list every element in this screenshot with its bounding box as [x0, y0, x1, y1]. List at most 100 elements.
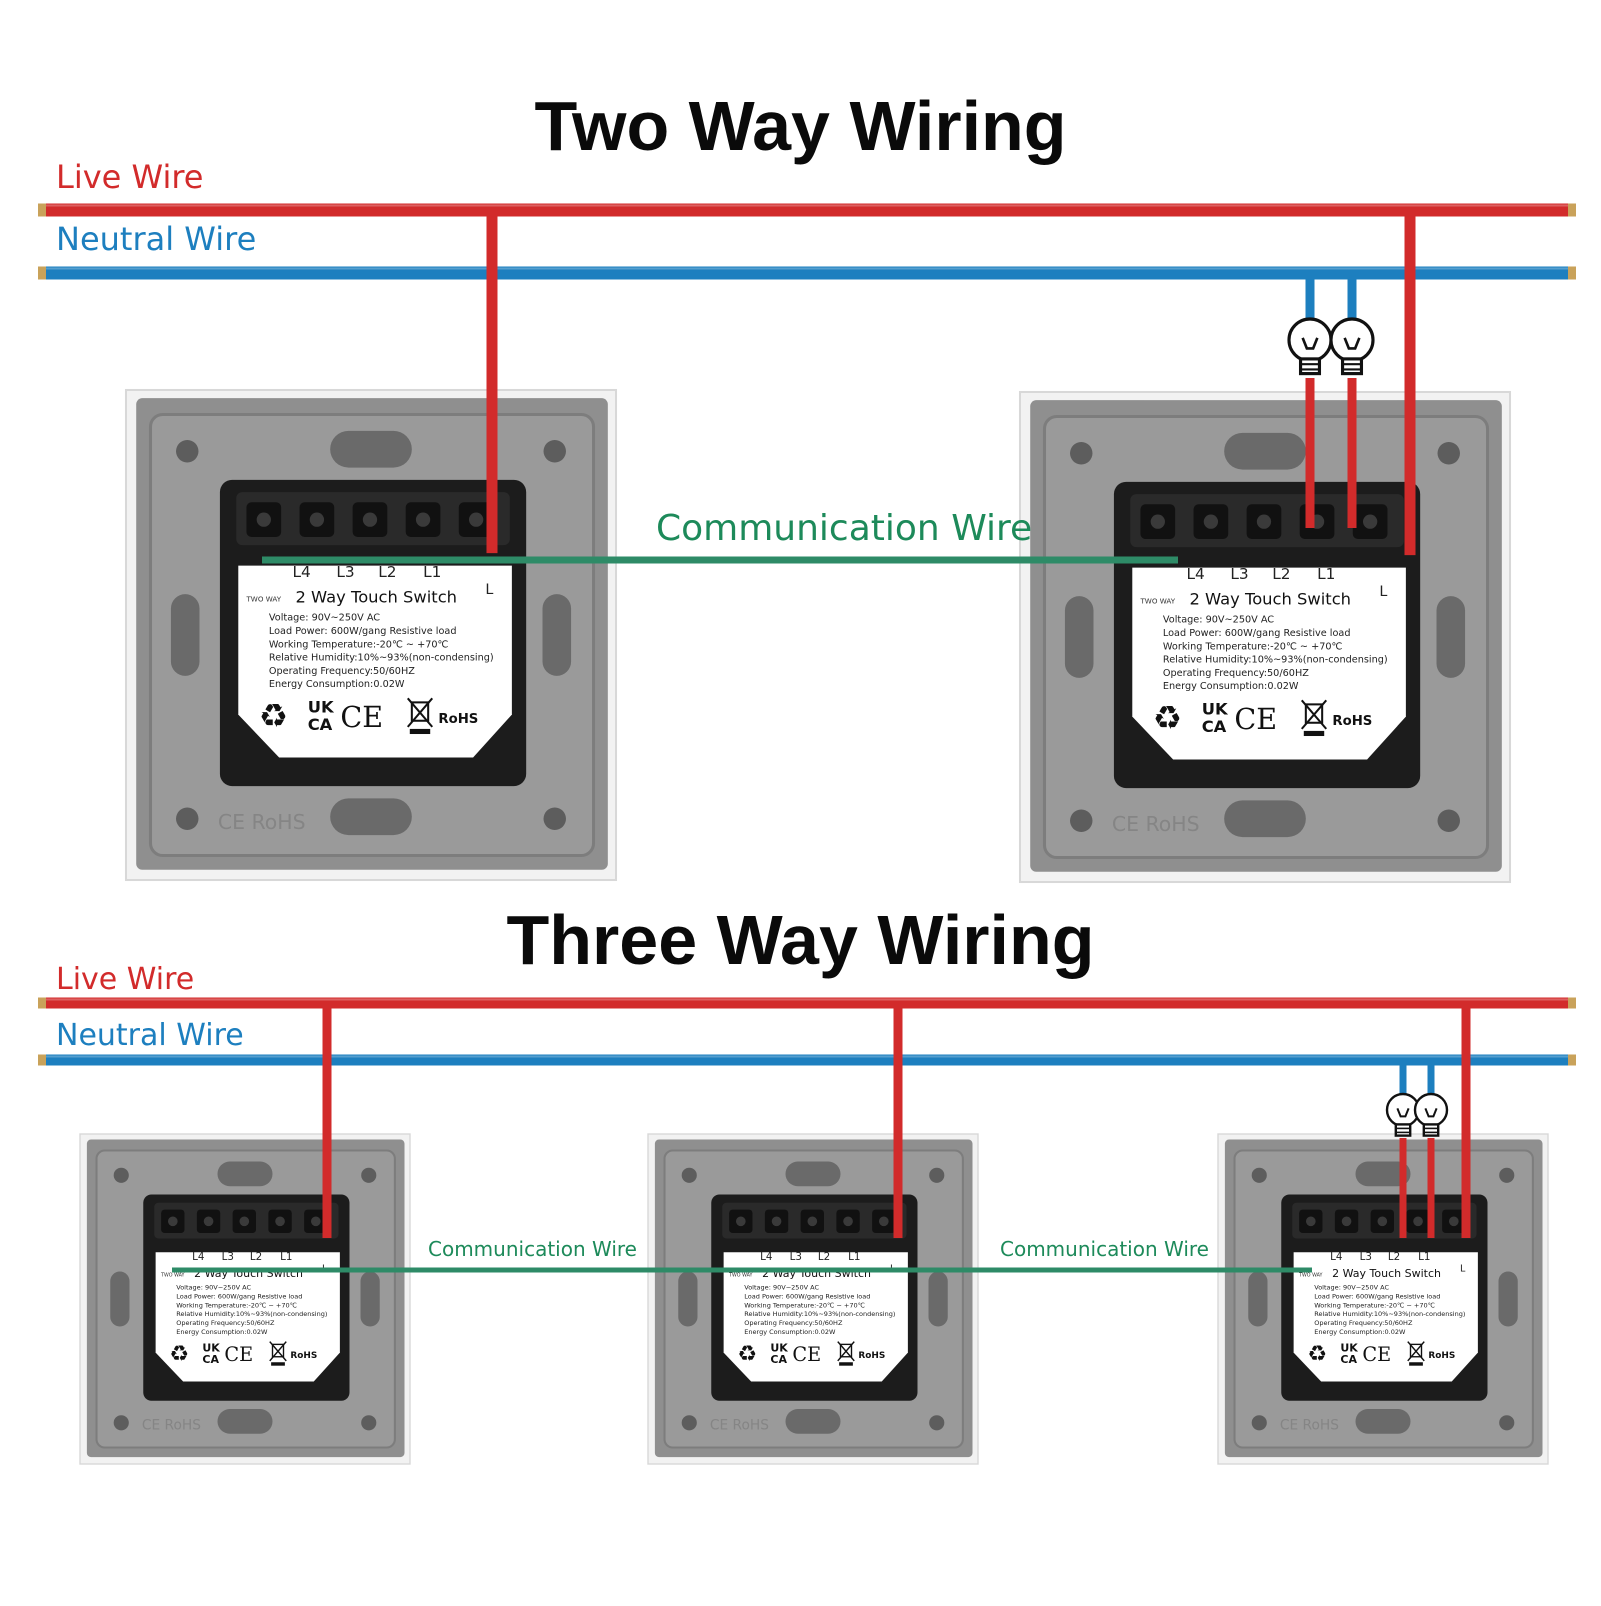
- two-way-switch-left-rohs-mark: RoHS: [438, 712, 478, 727]
- three-way-switch-3-bin-cross2: [1407, 1341, 1425, 1362]
- three-way-switch-3-screw-hole-0: [1251, 1167, 1267, 1183]
- two-way-switch-left-spec-4: Operating Frequency:50/60HZ: [269, 666, 415, 677]
- two-way-switch-left-terminal-screw-0: [256, 512, 271, 527]
- three-way-switch-3-spec-0: Voltage: 90V~250V AC: [1314, 1283, 1389, 1291]
- two-way-switch-right-screw-hole-0: [1070, 442, 1093, 465]
- two-way-switch-right-terminal-label-l3: L3: [1230, 565, 1248, 583]
- two-way-switch-left-terminal-screw-1: [309, 512, 325, 527]
- three-way-switch-2-spec-5: Energy Consumption:0.02W: [744, 1328, 836, 1336]
- three-way-switch-3-slot-top: [1355, 1161, 1411, 1187]
- two-way-switch-left-terminal-screw-2: [362, 512, 378, 527]
- three-way-switch-2-terminal-label-l1: L1: [848, 1251, 860, 1263]
- three-way-neutral-bus-copper-right: [1568, 1054, 1576, 1066]
- two-way-light-bulb-icon-0-filament: [1301, 337, 1319, 350]
- three-way-switch-2-mode-label: TWO WAY: [728, 1272, 752, 1278]
- three-way-switch-3-screw-hole-1: [1499, 1167, 1515, 1183]
- three-way-switch-2-terminal-screw-1: [771, 1216, 782, 1227]
- two-way-switch-left-spec-3: Relative Humidity:10%~93%(non-condensing…: [269, 653, 494, 664]
- two-way-light-bulb-icon-1-filament: [1343, 337, 1361, 350]
- three-way-switch-2-terminal-screw-4: [879, 1216, 889, 1227]
- two-way-switch-left-screw-hole-0: [176, 440, 199, 463]
- two-way-switch-left-weee-bin-icon: [406, 697, 434, 735]
- two-way-light-bulb-icon-0-glass: [1287, 317, 1333, 363]
- three-way-light-bulb-icon-1-base: [1422, 1123, 1440, 1137]
- three-way-switch-3-terminal-label-l: L: [1460, 1264, 1466, 1275]
- three-way-switch-2-recycle-icon: ♻: [737, 1342, 757, 1367]
- two-way-switch-right-terminal-label-l2: L2: [1272, 565, 1290, 583]
- two-way-live-wire-label: Live Wire: [56, 158, 204, 196]
- two-way-light-bulb-icon-1-base: [1340, 357, 1364, 376]
- two-way-switch-right-terminal-screw-4: [1363, 514, 1378, 529]
- three-way-switch-2-screw-hole-0: [681, 1167, 697, 1183]
- three-way-switch-3-slot-bottom: [1355, 1409, 1411, 1434]
- three-way-live-bus: [38, 997, 1576, 1009]
- three-way-switch-2-spec-1: Load Power: 600W/gang Resistive load: [744, 1292, 870, 1300]
- two-way-switch-right-terminal-label-l: L: [1379, 584, 1387, 600]
- two-way-light-bulb-icon-0-base: [1298, 357, 1322, 376]
- three-way-switch-2-bin-cross2: [837, 1341, 855, 1362]
- three-way-switch-1-terminal-screw-1: [203, 1216, 214, 1227]
- two-way-switch-right-bin-bar: [1303, 730, 1325, 737]
- three-way-switch-2-label: [723, 1252, 908, 1382]
- three-way-switch-2-terminal-label-l3: L3: [790, 1251, 802, 1263]
- two-way-switch-right-label: [1132, 567, 1406, 760]
- two-way-switch-right-slot-top: [1224, 432, 1306, 470]
- two-way-switch-left-mode-label: TWO WAY: [245, 594, 281, 603]
- three-way-switch-3-terminal-screw-0: [1306, 1216, 1316, 1227]
- three-way-switch-2-terminal-label-l4: L4: [760, 1251, 772, 1263]
- two-way-switch-left-spec-1: Load Power: 600W/gang Resistive load: [269, 626, 457, 637]
- two-way-switch-right-rohs-mark: RoHS: [1332, 714, 1372, 729]
- three-way-switch-3-label: [1293, 1252, 1478, 1382]
- two-way-switch-right-screw-hole-2: [1070, 809, 1093, 832]
- two-way-switch-left-terminal-screw-3: [415, 512, 431, 527]
- two-way-switch-right-spec-1: Load Power: 600W/gang Resistive load: [1163, 628, 1351, 639]
- two-way-switch-left-ukca-top: UK: [308, 698, 335, 717]
- two-way-switch-left-ukca-bottom: CA: [308, 715, 333, 734]
- two-way-switch-right-bin-body: [1304, 703, 1324, 724]
- two-way-switch-left-terminal-label-l2: L2: [378, 563, 396, 581]
- three-way-switch-1-ukca-bottom: CA: [202, 1353, 219, 1366]
- two-way-switch-right-slot-bottom: [1224, 800, 1306, 838]
- three-way-switch-1-label: [155, 1252, 340, 1382]
- two-way-communication-wire-label: Communication Wire: [656, 508, 1033, 549]
- two-way-live-bus: [38, 203, 1576, 217]
- two-way-wiring-title: Two Way Wiring: [534, 87, 1067, 165]
- three-way-switch-1-terminal-screw-0: [168, 1216, 178, 1227]
- two-way-neutral-wire-label: Neutral Wire: [56, 220, 257, 258]
- two-way-switch-left-screw-hole-1: [543, 440, 566, 463]
- three-way-switch-1-spec-5: Energy Consumption:0.02W: [176, 1328, 268, 1336]
- three-way-switch-2-spec-3: Relative Humidity:10%~93%(non-condensing…: [744, 1310, 895, 1318]
- three-way-switch-2-slot-bottom: [785, 1409, 841, 1434]
- two-way-switch-left-terminal-label-l4: L4: [292, 563, 310, 581]
- two-way-switch-right-spec-5: Energy Consumption:0.02W: [1163, 681, 1299, 692]
- two-way-switch-left-terminal-label-l3: L3: [336, 563, 354, 581]
- three-way-switch-2-spec-2: Working Temperature:-20℃ ~ +70℃: [744, 1301, 865, 1309]
- three-way-switch-2-weee-bin-icon: [837, 1341, 855, 1366]
- two-way-live-bus-copper-right: [1568, 203, 1576, 217]
- three-way-switch-3-frame-mark: CE RoHS: [1280, 1418, 1339, 1434]
- two-way-switch-left-terminal-label-l1: L1: [423, 563, 441, 581]
- three-way-switch-1-terminal-label-l4: L4: [192, 1251, 204, 1263]
- two-way-switch-left-spec-2: Working Temperature:-20℃ ~ +70℃: [269, 639, 449, 650]
- two-way-switch-right-terminal-label-l1: L1: [1317, 565, 1335, 583]
- two-way-switch-right-screw-hole-3: [1437, 809, 1460, 832]
- three-way-switch-2-frame-mark: CE RoHS: [710, 1418, 769, 1434]
- three-way-switch-1-slot-left: [110, 1271, 130, 1327]
- three-way-wiring-title: Three Way Wiring: [506, 901, 1095, 979]
- three-way-switch-1-terminal-screw-2: [239, 1216, 250, 1227]
- two-way-switch-right-spec-2: Working Temperature:-20℃ ~ +70℃: [1163, 641, 1343, 652]
- three-way-switch-1-slot-bottom: [217, 1409, 273, 1434]
- three-way-neutral-wire-label: Neutral Wire: [56, 1018, 244, 1053]
- two-way-switch-left-spec-5: Energy Consumption:0.02W: [269, 679, 405, 690]
- three-way-switch-1-ukca-top: UK: [202, 1341, 220, 1354]
- three-way-switch-2-screw-hole-1: [929, 1167, 945, 1183]
- two-way-switch-left-screw-hole-3: [543, 807, 566, 830]
- three-way-communication-wire-label-2: Communication Wire: [1000, 1237, 1209, 1261]
- two-way-light-bulb-icon-0: [1287, 317, 1333, 376]
- wires-layer: [38, 203, 1576, 1273]
- three-way-live-bus-copper-right: [1568, 997, 1576, 1009]
- two-way-switch-right-ukca-top: UK: [1202, 700, 1229, 719]
